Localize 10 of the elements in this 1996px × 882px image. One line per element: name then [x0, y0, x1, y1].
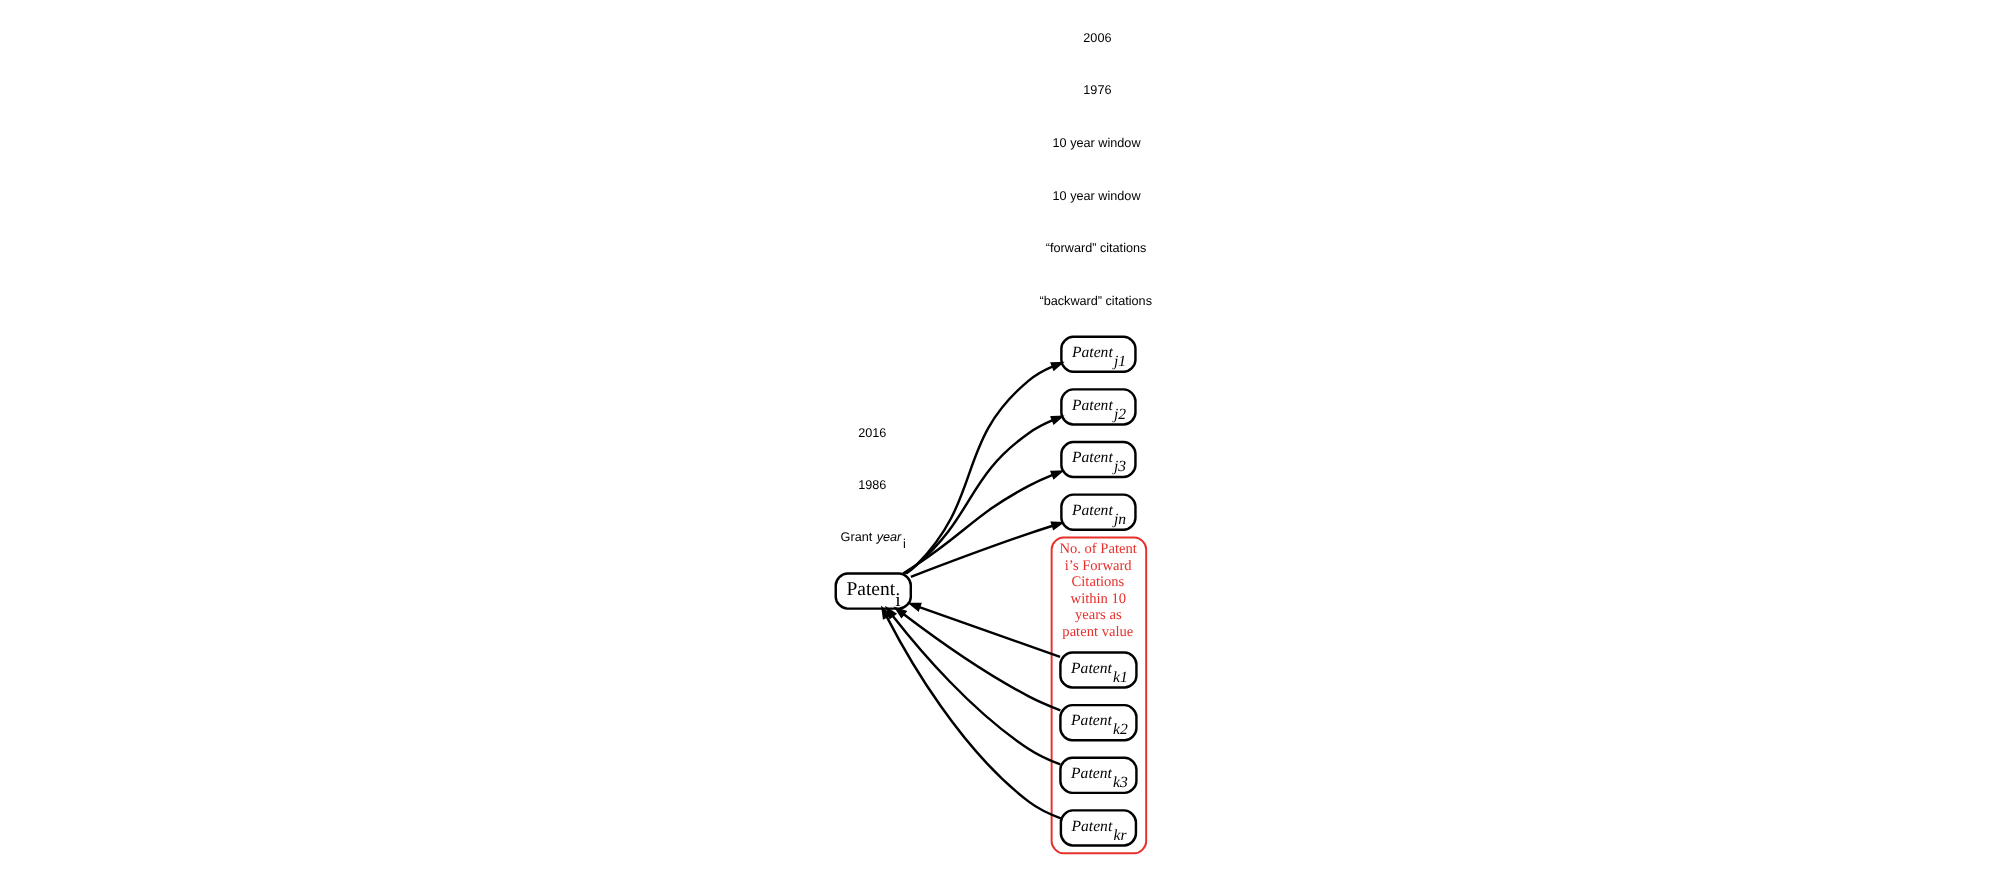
arrow — [901, 470, 1064, 575]
arrow — [903, 415, 1064, 575]
cluster — [1049, 536, 1147, 855]
arrow — [880, 605, 1061, 820]
arrow — [909, 521, 1064, 578]
node-label: No. of Patent i’s Forward Citations within 10 years as patent value — [1058, 539, 1136, 640]
arrow — [892, 606, 1060, 712]
arrow — [883, 605, 1060, 766]
arrow — [904, 361, 1064, 575]
arrow — [906, 602, 1060, 658]
